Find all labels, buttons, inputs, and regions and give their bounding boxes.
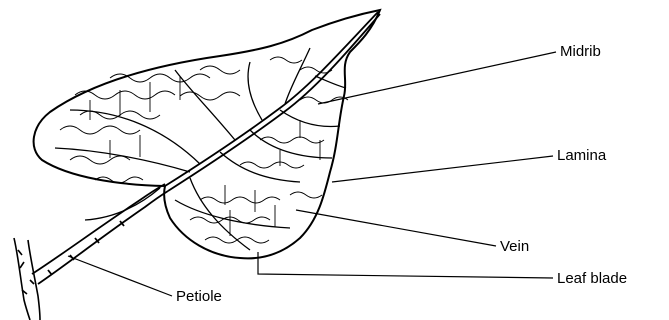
- lateral-veins: [55, 48, 346, 250]
- pointer-vein: [296, 210, 496, 246]
- pointer-petiole: [68, 256, 172, 296]
- pointer-lamina: [332, 156, 553, 182]
- label-leaf-blade: Leaf blade: [557, 271, 627, 286]
- leaf-outline: [34, 10, 380, 258]
- label-petiole: Petiole: [176, 289, 222, 304]
- pointer-midrib: [318, 52, 556, 104]
- label-vein: Vein: [500, 239, 529, 254]
- label-midrib: Midrib: [560, 44, 601, 59]
- stem: [14, 238, 40, 320]
- label-lamina: Lamina: [557, 148, 606, 163]
- pointer-leaf-blade: [258, 252, 553, 278]
- petiole: [32, 184, 168, 284]
